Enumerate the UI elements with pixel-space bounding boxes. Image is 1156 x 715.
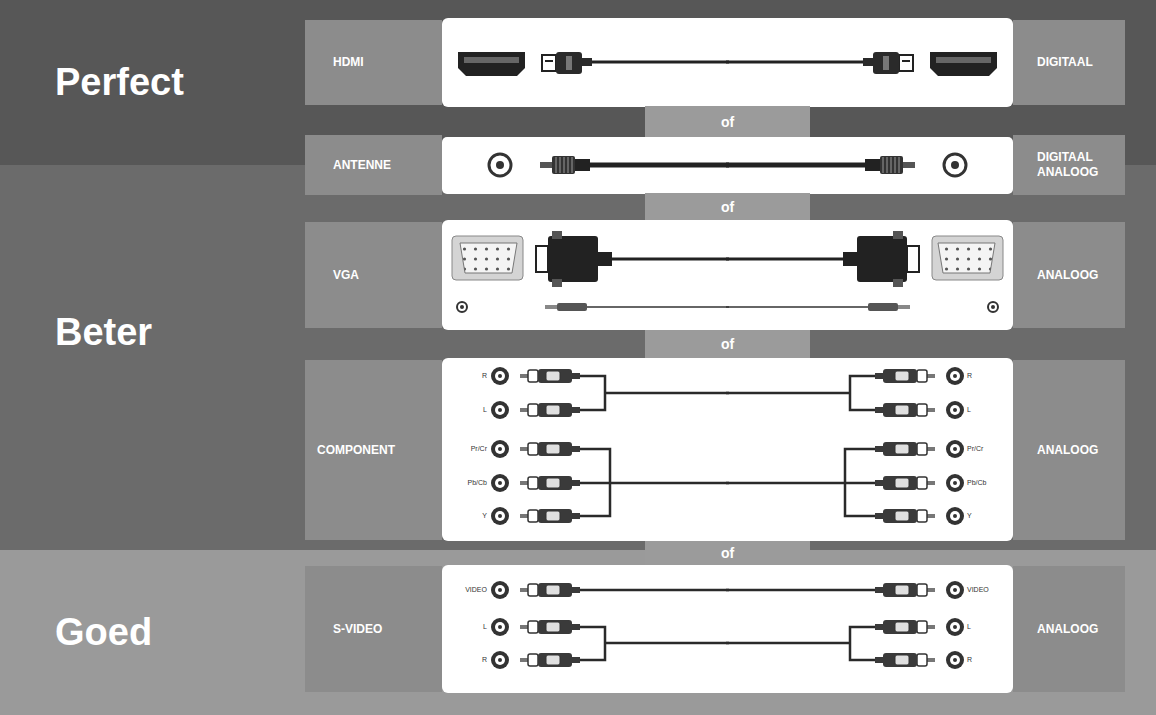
- port-label: R: [453, 371, 487, 381]
- port-label: Y: [453, 511, 487, 521]
- port-label: R: [967, 371, 1001, 381]
- cable-type-box: HDMI: [305, 20, 442, 105]
- port-label: VIDEO: [967, 585, 1001, 595]
- label-text: of: [721, 545, 734, 561]
- signal-type-box: DIGITAAL: [1013, 20, 1125, 105]
- label-text: Beter: [55, 311, 152, 354]
- port-label: Pr/Cr: [453, 444, 487, 454]
- port-label: R: [967, 655, 1001, 665]
- label-text: ANALOOG: [1037, 622, 1098, 637]
- label-text: HDMI: [333, 55, 364, 70]
- label-text: VGA: [333, 268, 359, 283]
- port-label: Pb/Cb: [453, 478, 487, 488]
- or-tab: of: [645, 330, 810, 358]
- signal-type-box: DIGITAAL ANALOOG: [1013, 135, 1125, 195]
- label-text: ANALOOG: [1037, 268, 1098, 283]
- cable-type-box: S-VIDEO: [305, 566, 442, 692]
- port-label: Pr/Cr: [967, 444, 1001, 454]
- cable-type-box: ANTENNE: [305, 135, 442, 195]
- port-label: VIDEO: [453, 585, 487, 595]
- label-text: DIGITAAL: [1037, 55, 1093, 70]
- label-text: of: [721, 199, 734, 215]
- port-label: R: [453, 655, 487, 665]
- cable-type-box: VGA: [305, 222, 442, 328]
- signal-type-box: ANALOOG: [1013, 360, 1125, 540]
- port-label: L: [967, 622, 1001, 632]
- label-text: ANTENNE: [333, 158, 391, 173]
- or-tab: of: [645, 106, 810, 137]
- label-text: of: [721, 336, 734, 352]
- label-text: ANALOOG: [1037, 443, 1098, 458]
- port-label: Pb/Cb: [967, 478, 1001, 488]
- signal-type-box: ANALOOG: [1013, 566, 1125, 692]
- or-tab: of: [645, 193, 810, 220]
- label-text: COMPONENT: [317, 443, 395, 458]
- label-text: Perfect: [55, 61, 184, 104]
- port-label: L: [453, 405, 487, 415]
- label-text: Goed: [55, 611, 152, 654]
- signal-type-box: ANALOOG: [1013, 222, 1125, 328]
- port-label: L: [967, 405, 1001, 415]
- label-text: S-VIDEO: [333, 622, 382, 637]
- cable-type-box: COMPONENT: [305, 360, 442, 540]
- or-tab: of: [645, 541, 810, 565]
- label-text: of: [721, 114, 734, 130]
- label-text: DIGITAAL ANALOOG: [1037, 150, 1119, 180]
- port-label: Y: [967, 511, 1001, 521]
- port-label: L: [453, 622, 487, 632]
